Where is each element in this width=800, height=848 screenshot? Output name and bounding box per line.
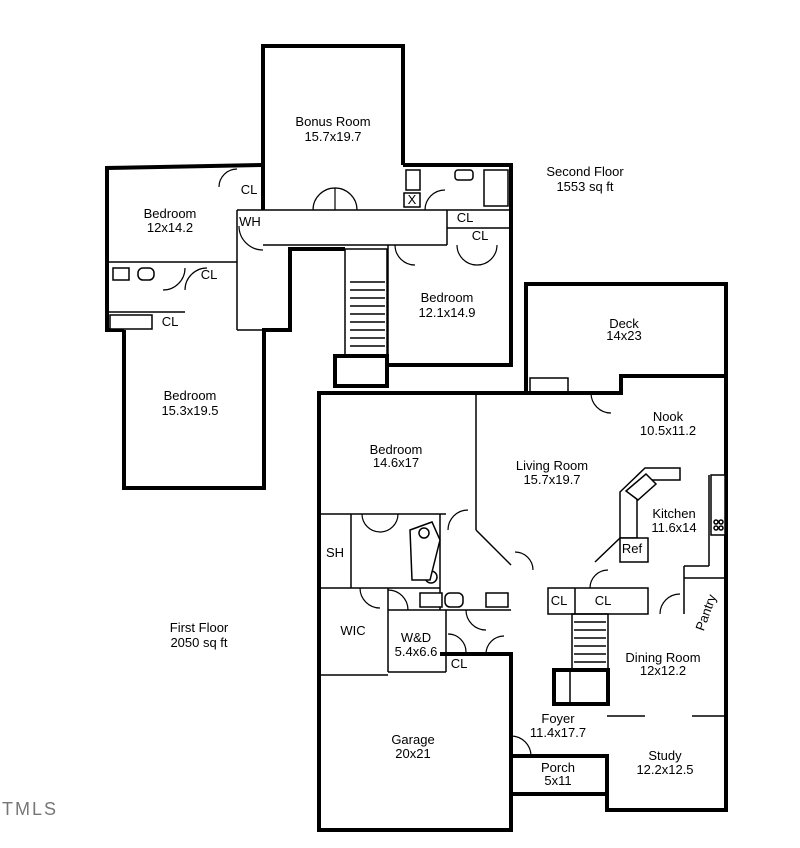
foyer-name: Foyer [541, 711, 575, 726]
kitchen-size: 11.6x14 [651, 520, 696, 535]
kitchen-name: Kitchen [652, 506, 695, 521]
main-doors [359, 392, 681, 757]
study-size: 12.2x12.5 [636, 762, 693, 777]
dining-room-size: 12x12.2 [640, 663, 686, 678]
upper-stairs [333, 248, 389, 388]
deck-walls [524, 282, 728, 392]
bonus-room-walls [261, 44, 405, 210]
shower-label: SH [326, 545, 344, 560]
porch-size: 5x11 [544, 773, 571, 788]
living-room-size: 15.7x19.7 [523, 472, 580, 487]
study-name: Study [648, 748, 682, 763]
second-floor-area: 1553 sq ft [556, 179, 613, 194]
foyer-size: 11.4x17.7 [530, 725, 586, 740]
closet-label: CL [201, 267, 218, 282]
closet-label: CL [162, 314, 179, 329]
bedroom-b-name: Bedroom [421, 290, 474, 305]
upper-doors [162, 168, 498, 291]
bedroom-c-size: 15.3x19.5 [161, 403, 218, 418]
main-stairs [552, 613, 610, 706]
upper-right-walls [388, 163, 513, 367]
closet-label: CL [451, 656, 468, 671]
bonus-room-size: 15.7x19.7 [304, 129, 361, 144]
closet-label: CL [472, 228, 489, 243]
nook-name: Nook [653, 409, 684, 424]
porch-walls [509, 754, 609, 796]
bedroom-c-name: Bedroom [164, 388, 217, 403]
big-bedroom-walls [122, 247, 345, 490]
first-floor: Deck 14x23 Nook 10.5x11.2 Bedroom 14.6x1… [170, 282, 728, 832]
second-floor-title: Second Floor [546, 164, 624, 179]
closet-label: CL [457, 210, 474, 225]
laundry-size: 5.4x6.6 [395, 644, 438, 659]
bedroom-a-size: 12x14.2 [147, 220, 193, 235]
pantry-label: Pantry [692, 592, 719, 633]
x-label: X [408, 192, 417, 207]
main-exterior-walls [317, 374, 728, 812]
porch-name: Porch [541, 760, 575, 775]
bedroom-size: 14.6x17 [373, 455, 419, 470]
laundry-name: W&D [401, 630, 431, 645]
tmls-logo: TMLS [2, 799, 58, 819]
upper-fixtures [109, 169, 509, 330]
closet-label: CL [551, 593, 568, 608]
refrigerator-label: Ref [622, 541, 643, 556]
bedroom-name: Bedroom [370, 442, 423, 457]
first-floor-title: First Floor [170, 620, 229, 635]
bedroom-b-size: 12.1x14.9 [418, 305, 475, 320]
garage-name: Garage [391, 732, 434, 747]
nook-size: 10.5x11.2 [640, 423, 696, 438]
deck-name: Deck [609, 316, 639, 331]
dining-room-name: Dining Room [625, 650, 700, 665]
water-heater-label: WH [239, 214, 261, 229]
first-floor-area: 2050 sq ft [170, 635, 227, 650]
left-bedroom-walls [105, 163, 264, 332]
deck-size: 14x23 [606, 328, 641, 343]
garage-size: 20x21 [395, 746, 430, 761]
living-room-name: Living Room [516, 458, 588, 473]
closet-label: CL [595, 593, 612, 608]
second-floor: Bonus Room 15.7x19.7 Bedroom 12x14.2 Bed… [105, 44, 624, 490]
walk-in-closet-label: WIC [340, 623, 365, 638]
closet-label: CL [241, 182, 258, 197]
bedroom-a-name: Bedroom [144, 206, 197, 221]
garage-walls [317, 652, 513, 832]
bonus-room-name: Bonus Room [295, 114, 370, 129]
